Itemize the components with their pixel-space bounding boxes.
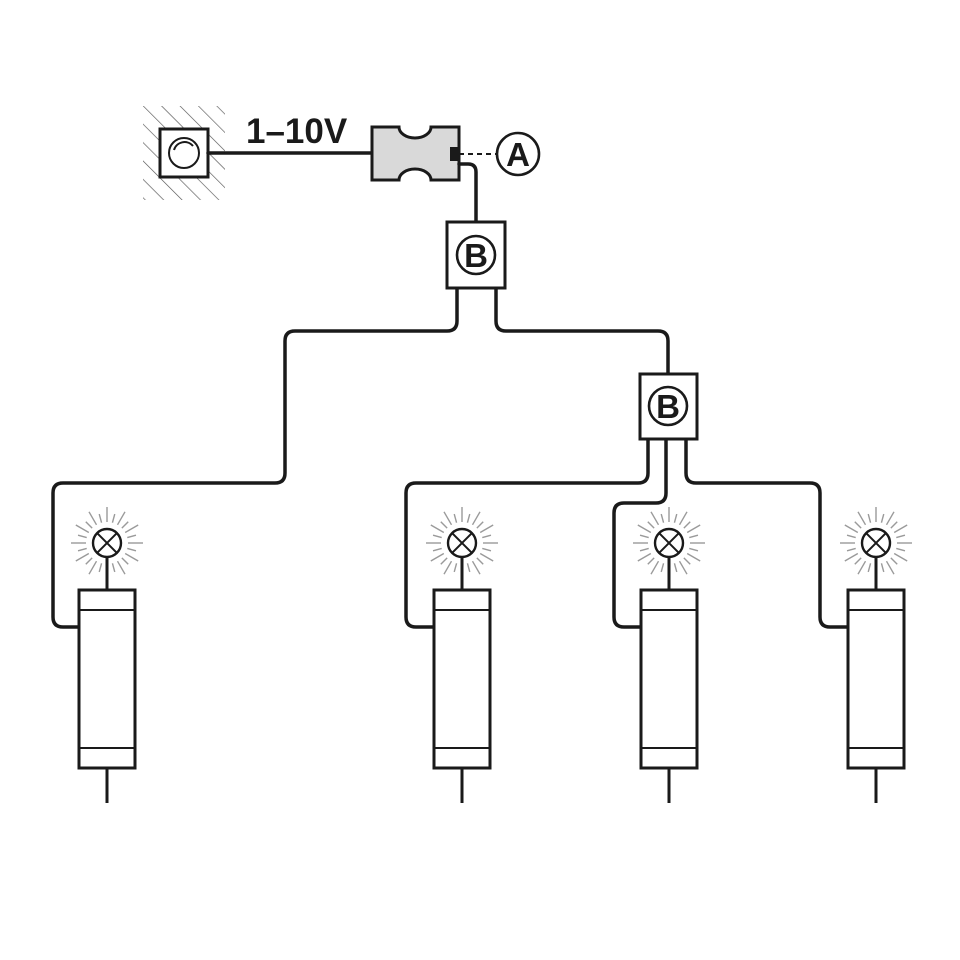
lamp-1-glow [71, 507, 143, 579]
dimmer-knob-icon [168, 137, 200, 169]
driver-2 [432, 588, 492, 770]
wire-splitter-2-to-driver-3 [612, 437, 668, 629]
controller-connector [450, 147, 459, 161]
wire-splitter-1-to-driver-1 [51, 286, 459, 629]
driver-4 [846, 588, 906, 770]
wire-controller-to-splitter-1 [457, 162, 478, 224]
splitter-2: B [638, 372, 699, 441]
splitter-1: B [445, 220, 507, 290]
splitter-1-label: B [464, 237, 488, 274]
wiring [51, 162, 850, 629]
lamp-4-cross-icon [860, 527, 892, 559]
wire-splitter-2-to-driver-4 [684, 437, 850, 629]
controller-module [370, 125, 461, 182]
voltage-label: 1–10V [246, 112, 348, 151]
driver-1 [77, 588, 137, 770]
unit-1 [71, 507, 143, 803]
controller-body [370, 125, 461, 182]
lamp-2-glow [426, 507, 498, 579]
unit-2 [426, 507, 498, 803]
wire-splitter-2-to-driver-2 [404, 437, 650, 629]
unit-4 [840, 507, 912, 803]
marker-a-label: A [506, 136, 530, 173]
unit-3 [633, 507, 705, 803]
lamp-2-cross-icon [446, 527, 478, 559]
splitter-2-label: B [656, 388, 680, 425]
marker-a: A [495, 131, 541, 177]
lamp-1-cross-icon [91, 527, 123, 559]
driver-3 [639, 588, 699, 770]
driver-lamp-units [71, 507, 912, 803]
lamp-3-cross-icon [653, 527, 685, 559]
wire-splitter-1-to-splitter-2 [494, 286, 670, 376]
